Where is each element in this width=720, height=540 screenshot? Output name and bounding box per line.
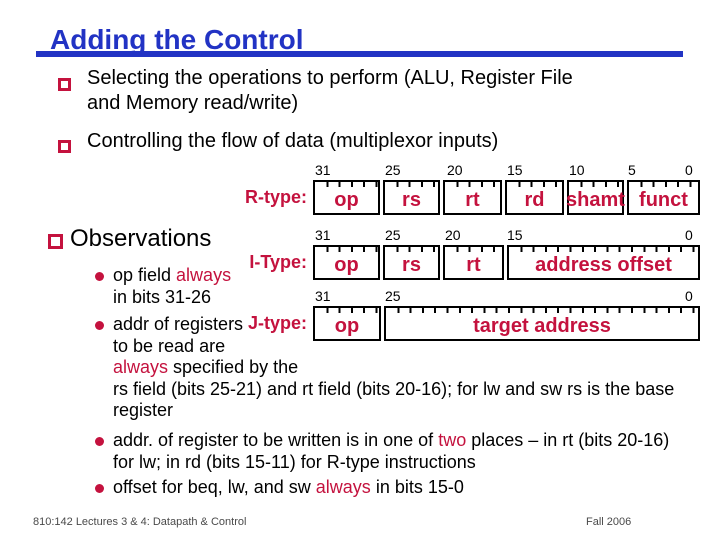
- bit-ruler: 31 25 20 15 10 5 0: [313, 162, 700, 178]
- instruction-format-i-type: I-Type: 31 25 20 15 0 op rs rt address offset: [249, 227, 700, 280]
- field-target-address: target address: [384, 306, 700, 341]
- circle-bullet-icon: [95, 321, 104, 330]
- bit-label: 25: [385, 227, 401, 243]
- field-funct: funct: [627, 180, 700, 215]
- observation-item: addr. of register to be written is in on…: [95, 430, 669, 473]
- observation-text: offset for beq, lw, and sw always in bit…: [113, 477, 464, 499]
- field-boxes: op rs rt address offset: [313, 245, 700, 280]
- field-rs: rs: [383, 180, 440, 215]
- square-bullet-icon: [58, 78, 71, 91]
- field-rs: rs: [383, 245, 440, 280]
- field-label: rs: [402, 254, 421, 276]
- title-underline: [36, 51, 683, 57]
- text-line: in bits 31-26: [113, 286, 212, 307]
- footer-term-label: Fall 2006: [586, 516, 632, 528]
- bit-label: 25: [385, 288, 401, 304]
- field-rt: rt: [443, 180, 502, 215]
- text-line: register: [113, 400, 174, 420]
- bit-label: 31: [315, 162, 331, 178]
- text-line: addr. of register to be written is in on…: [113, 430, 670, 450]
- text-line: for lw; in rd (bits 15-11) for R-type in…: [113, 451, 476, 472]
- observation-item: offset for beq, lw, and sw always in bit…: [95, 477, 464, 499]
- field-op: op: [313, 306, 381, 341]
- bullet-text: Controlling the flow of data (multiplexo…: [87, 130, 499, 152]
- format-label: J-type:: [247, 313, 307, 333]
- field-boxes: op target address: [313, 306, 700, 341]
- bit-label: 31: [315, 227, 331, 243]
- bit-label: 5: [628, 162, 636, 178]
- text-line: rs field (bits 25-21) and rt field (bits…: [113, 378, 675, 399]
- field-label: op: [334, 315, 360, 337]
- bit-label: 15: [507, 162, 523, 178]
- field-label: rt: [466, 254, 481, 276]
- field-label: rs: [402, 189, 421, 211]
- bit-label: 0: [685, 288, 693, 304]
- observation-text: addr. of register to be written is in on…: [113, 430, 669, 473]
- bit-label: 20: [447, 162, 463, 178]
- format-label: R-type:: [245, 187, 307, 207]
- text-line: to be read are: [113, 335, 226, 356]
- field-rt: rt: [443, 245, 504, 280]
- field-label: op: [334, 189, 359, 211]
- bit-label: 0: [685, 227, 693, 243]
- field-label: target address: [473, 315, 611, 337]
- text-line: always specified by the: [113, 357, 299, 377]
- field-label: rt: [465, 189, 480, 211]
- text-line: offset for beq, lw, and sw always in bit…: [113, 477, 464, 497]
- bit-label: 15: [507, 227, 523, 243]
- bit-label: 31: [315, 288, 331, 304]
- bullet-text: Selecting the operations to perform (ALU…: [87, 67, 573, 114]
- slide-title: Adding the Control: [50, 24, 304, 55]
- field-address-offset: address offset: [507, 245, 700, 280]
- field-label: address offset: [535, 254, 672, 276]
- text-line: addr of registers: [113, 314, 244, 334]
- square-bullet-icon: [58, 140, 71, 153]
- footer-course-label: 810:142 Lectures 3 & 4: Datapath & Contr…: [33, 516, 247, 528]
- instruction-format-j-type: J-type: 31 25 0 op target address: [248, 288, 700, 341]
- bit-ruler: 31 25 20 15 0: [313, 227, 700, 243]
- field-label: op: [334, 254, 359, 276]
- field-label: shamt: [566, 189, 625, 211]
- field-op: op: [313, 180, 380, 215]
- bit-label: 25: [385, 162, 401, 178]
- bit-label: 0: [685, 162, 693, 178]
- circle-bullet-icon: [95, 437, 104, 446]
- bit-label: 10: [569, 162, 585, 178]
- field-label: rd: [524, 189, 545, 211]
- bit-label: 20: [445, 227, 461, 243]
- observations-heading: Observations: [70, 225, 212, 252]
- format-label: I-Type:: [249, 252, 307, 272]
- field-rd: rd: [505, 180, 564, 215]
- field-op: op: [313, 245, 380, 280]
- text-line: op field always: [113, 265, 232, 285]
- field-label: funct: [639, 189, 688, 211]
- circle-bullet-icon: [95, 484, 104, 493]
- field-shamt: shamt: [566, 180, 625, 215]
- square-bullet-icon: [48, 234, 63, 249]
- circle-bullet-icon: [95, 272, 104, 281]
- bit-ruler: 31 25 0: [313, 288, 700, 304]
